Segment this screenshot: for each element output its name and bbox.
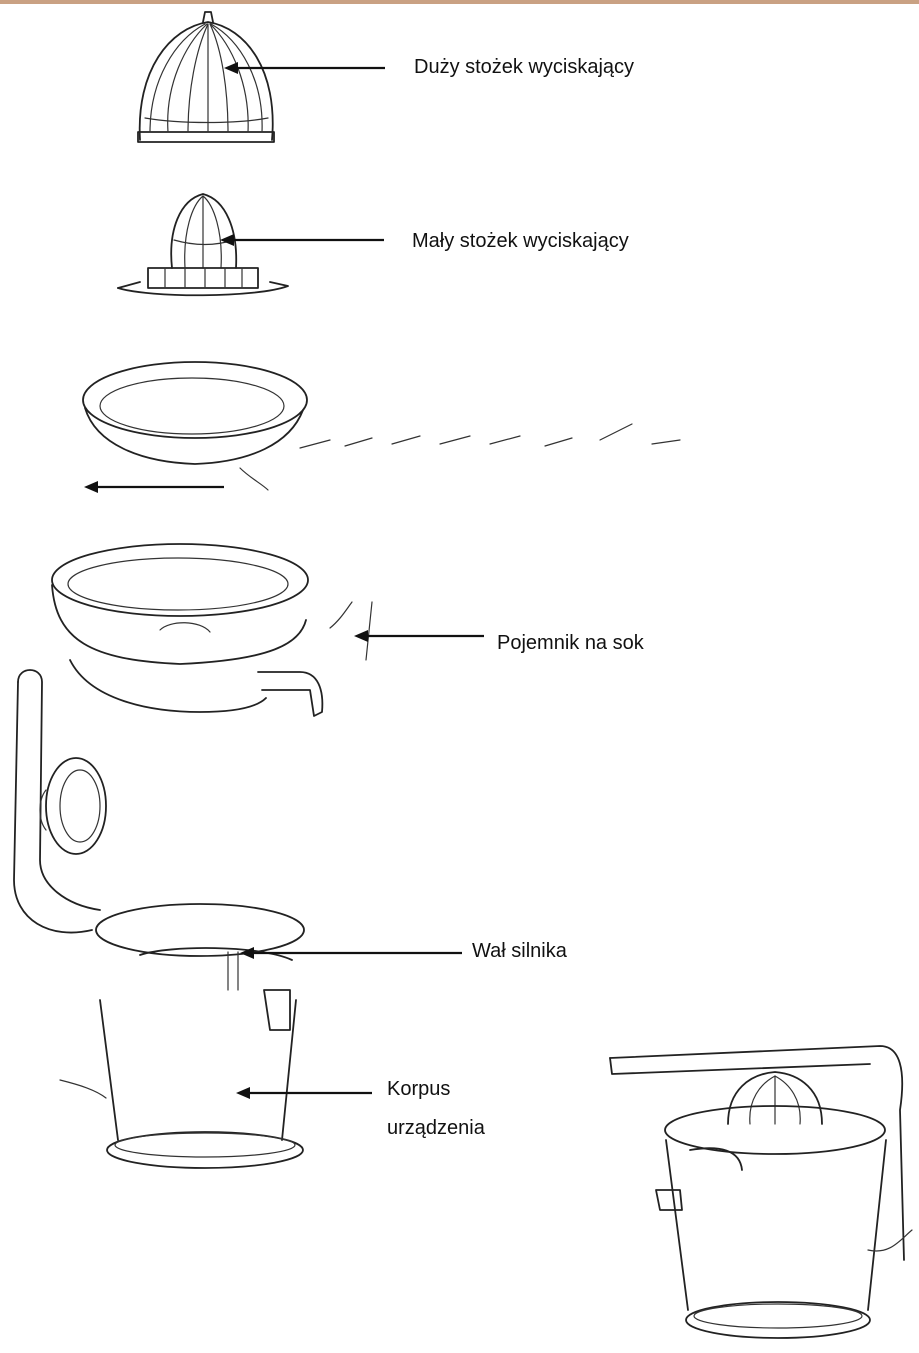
large-cone-icon	[138, 12, 274, 142]
label-housing-line2: urządzenia	[387, 1113, 485, 1144]
small-cone-arrow	[220, 234, 384, 246]
label-housing-line1: Korpus	[387, 1074, 450, 1105]
juice-container-icon	[52, 544, 372, 716]
label-motor-shaft: Wał silnika	[472, 936, 567, 967]
small-cone-icon	[118, 194, 288, 295]
juice-container-arrow	[354, 630, 484, 642]
strainer-icon	[83, 362, 680, 490]
label-juice-container: Pojemnik na sok	[497, 628, 644, 659]
assembled-juicer-icon	[610, 1046, 912, 1338]
strainer-arrow	[84, 481, 224, 493]
label-large-cone: Duży stożek wyciskający	[414, 52, 634, 83]
label-small-cone: Mały stożek wyciskający	[412, 226, 629, 257]
housing-arrow	[236, 1087, 372, 1099]
